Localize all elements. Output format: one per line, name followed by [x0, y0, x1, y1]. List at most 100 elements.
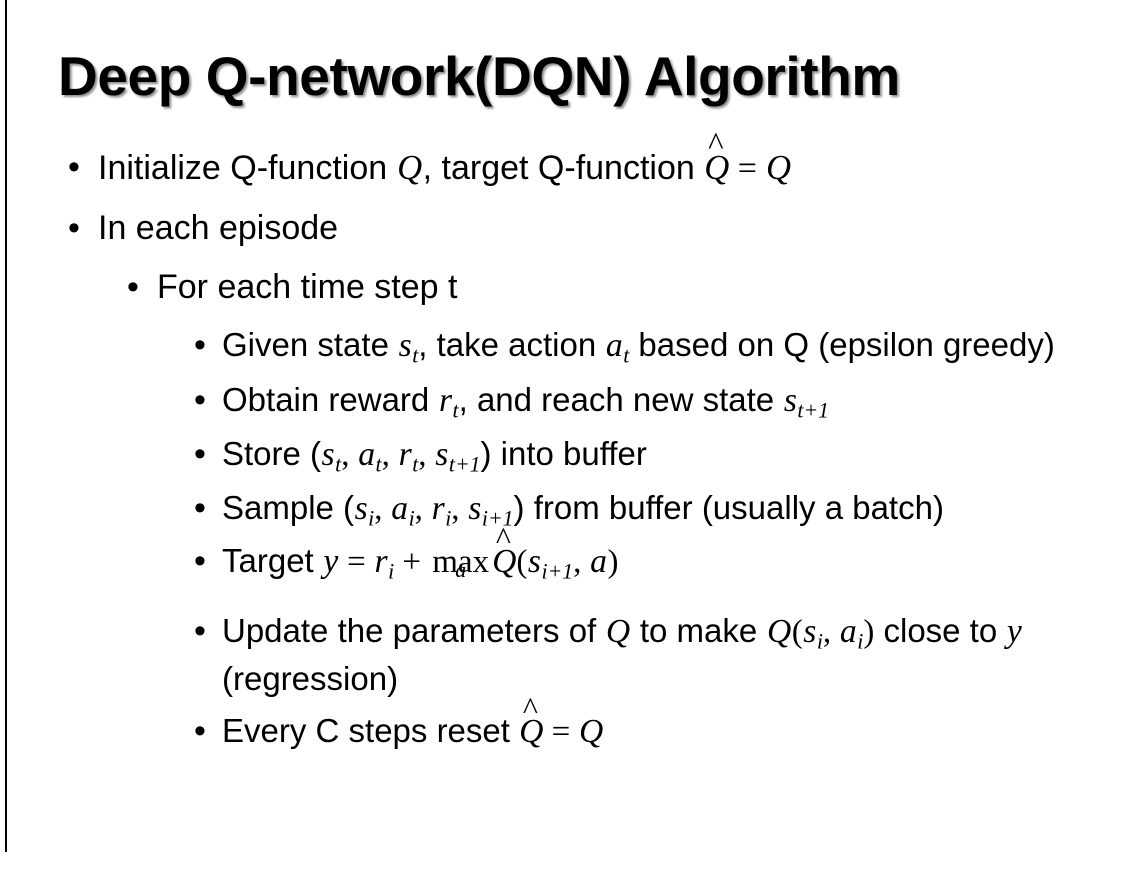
- math-paren-open: (: [516, 544, 528, 581]
- math-r1: r: [431, 489, 445, 527]
- bullet-update-parameters-text: Update the parameters of Q to make Q(si,…: [222, 609, 1124, 701]
- math-q-hat: ^Q: [704, 128, 730, 191]
- math-comma: ,: [822, 614, 840, 651]
- bullet-obtain-reward-text: Obtain reward rt, and reach new state st…: [222, 378, 1124, 426]
- text-fragment: to make: [630, 612, 767, 650]
- math-r: r: [374, 543, 388, 581]
- bullet-in-each-episode: • In each episode: [0, 206, 1124, 252]
- bullet-dot-icon: •: [194, 542, 206, 581]
- math-comma: ,: [374, 490, 391, 527]
- math-r1: r: [398, 436, 412, 474]
- text-fragment: Sample (: [222, 488, 355, 526]
- math-q-hat: ^Q: [519, 693, 544, 754]
- text-fragment: (regression): [222, 659, 399, 697]
- math-s-subscript: t: [412, 343, 419, 368]
- math-s1-subscript: t: [335, 452, 342, 477]
- math-s2: s: [435, 436, 449, 474]
- math-comma: ,: [381, 437, 399, 474]
- bullet-dot-icon: •: [194, 712, 206, 751]
- math-a1: a: [391, 489, 409, 527]
- math-a1-subscript: i: [408, 506, 415, 531]
- math-a-subscript: i: [857, 629, 864, 654]
- math-comma: ,: [451, 490, 468, 527]
- bullet-dot-icon: •: [194, 488, 206, 527]
- math-a1-subscript: t: [375, 452, 382, 477]
- text-fragment: Obtain reward: [222, 381, 439, 419]
- math-paren-open: (: [791, 614, 803, 651]
- math-comma: ,: [341, 437, 358, 474]
- math-s: s: [783, 382, 797, 420]
- text-fragment: , target Q-function: [422, 149, 705, 187]
- math-q: Q: [397, 148, 423, 187]
- math-max-limit: a: [455, 558, 467, 583]
- bullet-dot-icon: •: [68, 148, 80, 186]
- text-fragment: ) from buffer (usually a batch): [513, 488, 944, 526]
- text-fragment: Target: [222, 542, 323, 580]
- math-q-base: Q: [704, 148, 730, 187]
- text-fragment: , and reach new state: [458, 381, 784, 419]
- math-s-subscript: i: [816, 629, 823, 654]
- math-y: y: [1006, 613, 1022, 651]
- math-s1-subscript: i: [368, 506, 375, 531]
- text-fragment: Given state: [222, 325, 399, 363]
- bullet-dot-icon: •: [194, 325, 206, 364]
- text-fragment: Store (: [222, 435, 322, 473]
- math-equals: =: [338, 544, 374, 581]
- bullet-given-state-text: Given state st, take action at based on …: [222, 323, 1124, 371]
- left-vertical-rule: [5, 0, 7, 852]
- math-s1: s: [321, 436, 335, 474]
- bullet-dot-icon: •: [194, 435, 206, 474]
- text-fragment: close to: [874, 612, 1007, 650]
- math-r1-subscript: t: [412, 452, 419, 477]
- page-title: Deep Q-network(DQN) Algorithm: [58, 45, 900, 107]
- math-s: s: [803, 613, 817, 651]
- math-q-base: Q: [519, 713, 544, 751]
- math-equals: =: [543, 714, 579, 751]
- math-q-hat: ^Q: [492, 523, 517, 584]
- math-a: a: [590, 543, 607, 581]
- bullet-reset-target-network: • Every C steps reset ^Q = Q: [0, 693, 1124, 754]
- math-s-subscript: t+1: [797, 398, 830, 423]
- text-fragment: Every C steps reset: [222, 712, 520, 750]
- math-a-subscript: t: [623, 343, 630, 368]
- math-q2: Q: [766, 613, 792, 651]
- math-r-subscript: i: [388, 559, 395, 584]
- text-fragment: based on Q (epsilon greedy): [629, 325, 1055, 363]
- math-paren-close: ): [607, 544, 619, 581]
- math-q1: Q: [605, 613, 631, 651]
- hat-accent-icon: ^: [495, 521, 511, 557]
- math-q2: Q: [765, 148, 792, 187]
- bullet-for-each-time-step-text: For each time step t: [157, 268, 458, 307]
- math-comma: ,: [414, 490, 432, 527]
- math-s2: s: [468, 489, 482, 527]
- math-q-base: Q: [492, 543, 517, 581]
- bullet-store-transition: • Store (st, at, rt, st+1) into buffer: [0, 432, 1124, 480]
- bullet-obtain-reward: • Obtain reward rt, and reach new state …: [0, 378, 1124, 426]
- bullet-sample-batch: • Sample (si, ai, ri, si+1) from buffer …: [0, 486, 1124, 534]
- math-r: r: [438, 382, 453, 420]
- bullet-dot-icon: •: [194, 381, 206, 420]
- text-fragment: , take action: [418, 325, 606, 363]
- math-max-label: max: [432, 544, 490, 581]
- bullet-initialize-text: Initialize Q-function Q, target Q-functi…: [98, 128, 1124, 192]
- math-s: s: [527, 543, 542, 581]
- math-comma: ,: [573, 544, 590, 581]
- text-fragment: Update the parameters of: [222, 612, 606, 650]
- math-y: y: [323, 543, 339, 581]
- bullet-dot-icon: •: [194, 612, 206, 651]
- math-r1-subscript: i: [445, 506, 452, 531]
- bullet-reset-target-network-text: Every C steps reset ^Q = Q: [222, 693, 1124, 754]
- hat-accent-icon: ^: [708, 126, 724, 163]
- math-s2-subscript: t+1: [448, 452, 481, 477]
- math-s: s: [398, 326, 412, 364]
- math-plus: +: [394, 544, 430, 581]
- bullet-initialize: • Initialize Q-function Q, target Q-func…: [0, 128, 1124, 192]
- math-equals: =: [729, 150, 766, 187]
- bullet-update-parameters: • Update the parameters of Q to make Q(s…: [0, 609, 1124, 701]
- math-a: a: [605, 326, 623, 364]
- math-a1: a: [358, 436, 376, 474]
